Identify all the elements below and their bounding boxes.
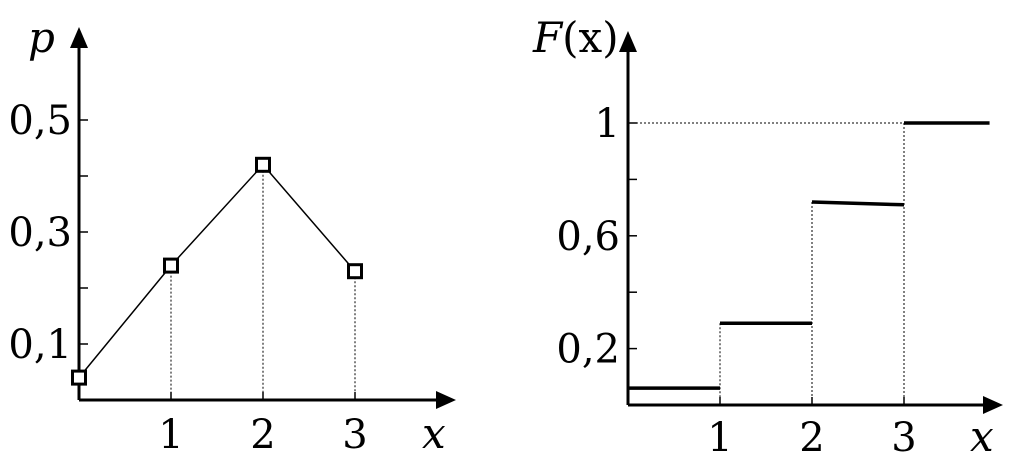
pmf-x-axis-arrow [436,391,456,409]
pmf-x-axis-label: x [422,409,446,458]
cdf-x-tick-label: 3 [891,415,916,461]
pmf-y-tick-label: 0,1 [8,322,72,368]
pmf-x-tick-label: 1 [158,412,183,458]
pmf-chart: p x 0,1 0,3 0,5 1 2 3 [8,13,456,458]
cdf-x-axis-label: x [970,412,994,461]
pmf-y-ticks: 0,1 0,3 0,5 [8,98,88,368]
pmf-x-tick-label: 3 [342,412,367,458]
cdf-step [811,200,905,207]
cdf-y-ticks: 0,2 0,6 1 [556,101,637,373]
pmf-point [71,369,87,386]
cdf-x-tick-label: 1 [707,415,732,461]
pmf-point [347,263,363,280]
cdf-y-tick-label: 0,6 [556,214,620,260]
pmf-x-ticks: 1 2 3 [158,392,368,458]
pmf-series-line [78,163,356,379]
pmf-x-tick-label: 2 [250,412,275,458]
pmf-points [71,156,363,386]
pmf-y-axis-label: p [28,13,55,62]
cdf-jump-lines [719,123,905,405]
cdf-y-axis-arrow [619,31,637,52]
cdf-steps [628,121,990,390]
pmf-y-tick-label: 0,5 [8,98,72,144]
cdf-x-tick-label: 2 [799,415,824,461]
pmf-y-tick-label: 0,3 [8,210,72,256]
pmf-y-axis-arrow [70,27,88,48]
cdf-x-ticks: 1 2 3 [707,397,917,461]
cdf-chart: F(x) x 0,2 0,6 1 1 2 3 [532,13,1003,461]
cdf-y-tick-label: 0,2 [556,327,620,373]
pmf-point [255,156,271,173]
cdf-y-tick-label: 1 [595,101,620,147]
cdf-y-axis-label: F(x) [532,13,619,62]
cdf-x-axis-arrow [983,396,1003,414]
pmf-drop-lines [170,170,356,400]
cdf-y-axis-arg: (x) [562,13,618,62]
cdf-y-axis-func: F [532,13,564,62]
pmf-point [163,257,179,274]
